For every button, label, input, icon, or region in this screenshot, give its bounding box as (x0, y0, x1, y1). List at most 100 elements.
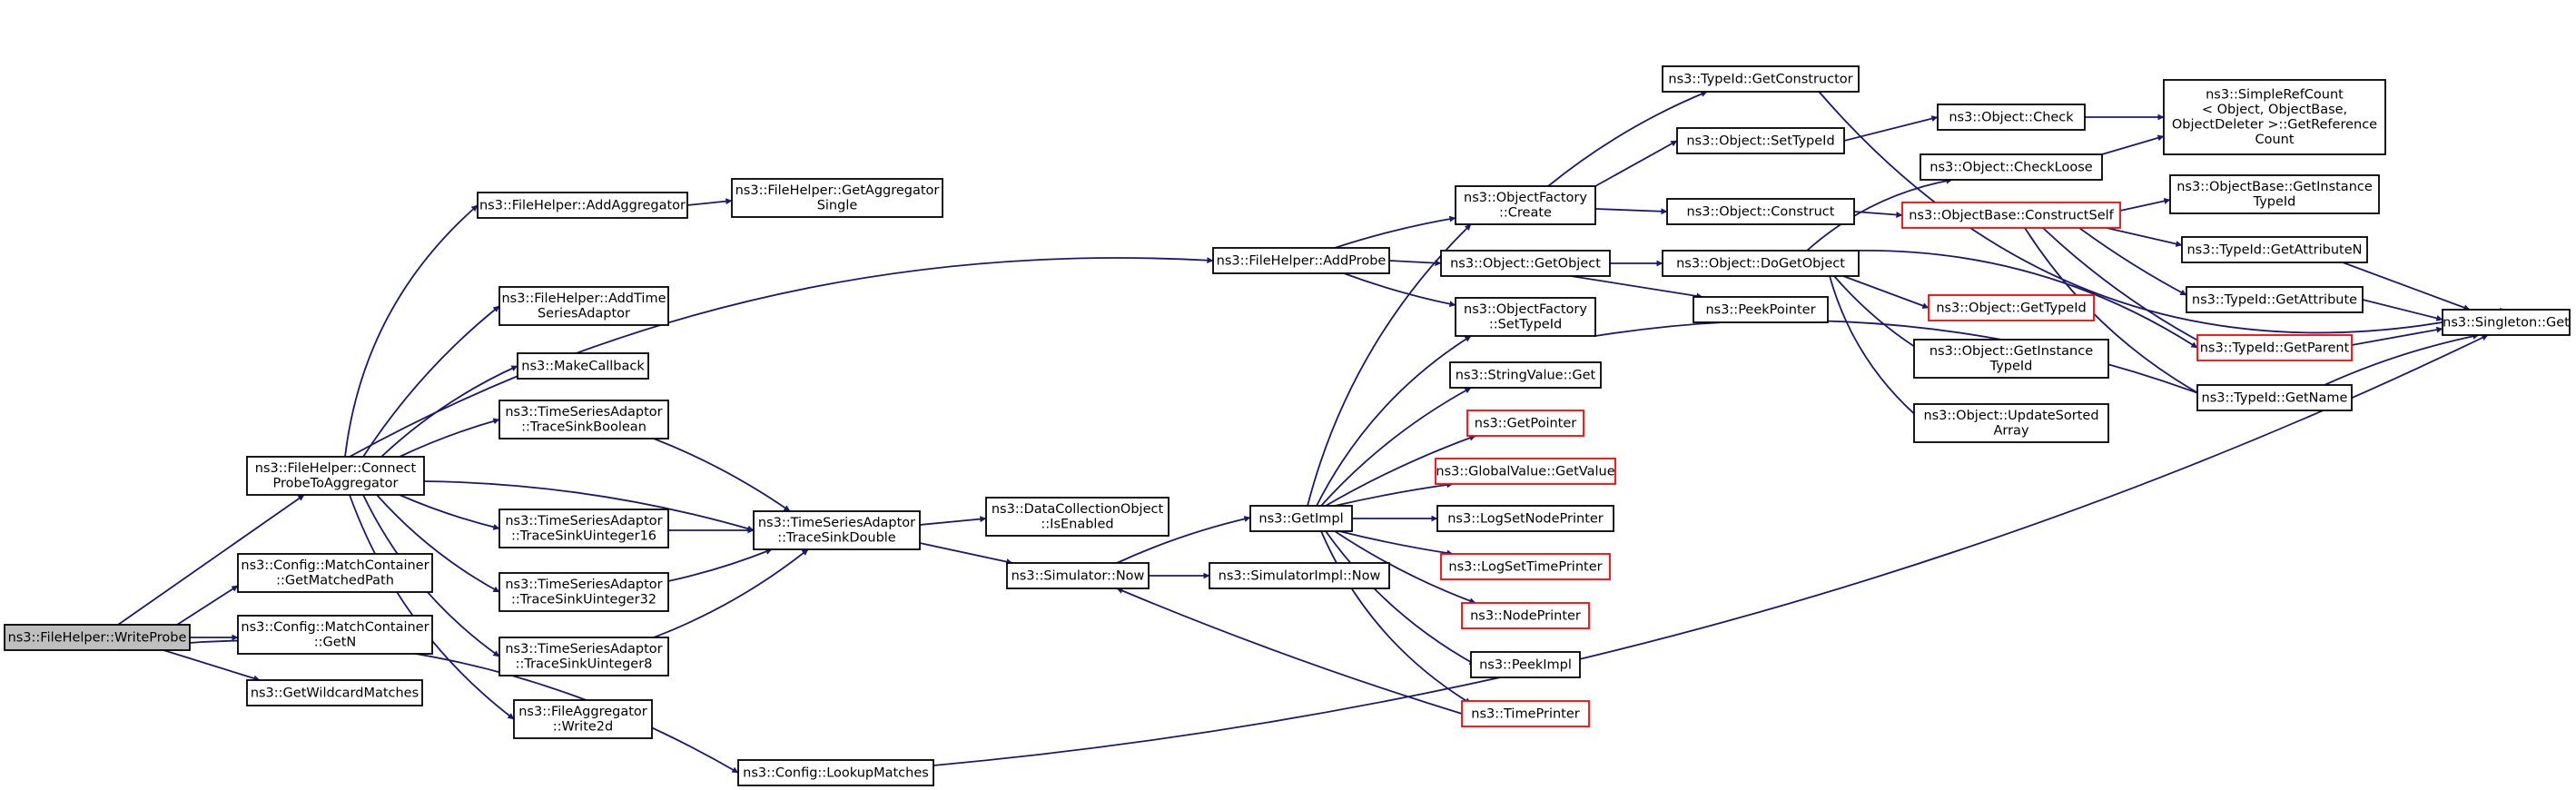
node-ofsettypeid[interactable]: ns3::ObjectFactory::SetTypeId (1455, 297, 1596, 337)
node-tsdouble[interactable]: ns3::TimeSeriesAdaptor::TraceSinkDouble (753, 510, 921, 550)
node-objgetobject[interactable]: ns3::Object::GetObject (1440, 250, 1611, 277)
node-isenabled[interactable]: ns3::DataCollectionObject::IsEnabled (985, 497, 1170, 537)
node-typeidgetconstructor[interactable]: ns3::TypeId::GetConstructor (1662, 65, 1860, 93)
node-singletonget[interactable]: ns3::Singleton::Get (2442, 309, 2571, 336)
node-label: ns3::MakeCallback (521, 359, 645, 373)
node-label: ns3::LogSetTimePrinter (1448, 559, 1602, 574)
node-box (1901, 202, 2121, 229)
node-label: ns3::Object::SetTypeId (1686, 133, 1834, 148)
node-getwildcard[interactable]: ns3::GetWildcardMatches (246, 679, 423, 706)
node-label: ns3::SimulatorImpl::Now (1219, 568, 1381, 583)
edge-addprobe-to-ofsettypeid (1343, 272, 1456, 308)
node-typeidgetname[interactable]: ns3::TypeId::GetName (2196, 384, 2353, 411)
node-box (1662, 65, 1860, 93)
node-nodeprinter[interactable]: ns3::NodePrinter (1461, 602, 1590, 629)
node-label: ns3::FileHelper::AddAggregator (479, 198, 686, 212)
node-label: ::Write2d (553, 720, 613, 735)
node-tsu8[interactable]: ns3::TimeSeriesAdaptor::TraceSinkUintege… (498, 637, 669, 676)
node-writeprobe[interactable]: ns3::FileHelper::WriteProbe (4, 624, 191, 651)
node-peekimpl[interactable]: ns3::PeekImpl (1470, 651, 1581, 678)
node-simplerefcount[interactable]: ns3::SimpleRefCount< Object, ObjectBase,… (2163, 79, 2386, 155)
node-label: ns3::Singleton::Get (2443, 315, 2570, 330)
node-box (1461, 602, 1590, 629)
node-box (1435, 458, 1616, 485)
node-stringvalueget[interactable]: ns3::StringValue::Get (1449, 361, 1602, 389)
node-peekpointer[interactable]: ns3::PeekPointer (1693, 296, 1829, 323)
node-label: ns3::Object::Construct (1687, 204, 1835, 219)
node-label: Array (1993, 424, 2028, 439)
node-getpointer[interactable]: ns3::GetPointer (1466, 410, 1584, 437)
node-constructself[interactable]: ns3::ObjectBase::ConstructSelf (1901, 202, 2121, 229)
node-box (1440, 250, 1611, 277)
node-box (1455, 297, 1596, 337)
node-getimpl[interactable]: ns3::GetImpl (1249, 505, 1353, 532)
node-globalvalueget[interactable]: ns3::GlobalValue::GetValue (1435, 458, 1616, 485)
edge-typeidgetname-to-singletonget (2324, 332, 2480, 386)
node-objdogetobject[interactable]: ns3::Object::DoGetObject (1662, 250, 1860, 277)
node-label: ::IsEnabled (1041, 518, 1113, 532)
node-objcheckloose[interactable]: ns3::Object::CheckLoose (1920, 153, 2103, 181)
node-typeidgetattribute[interactable]: ns3::TypeId::GetAttribute (2186, 286, 2364, 313)
node-objconstruct[interactable]: ns3::Object::Construct (1666, 198, 1855, 225)
edge-getimpl-to-globalvalueget (1334, 481, 1454, 507)
node-tsu16[interactable]: ns3::TimeSeriesAdaptor::TraceSinkUintege… (498, 509, 669, 548)
node-lookupmatches[interactable]: ns3::Config::LookupMatches (737, 759, 934, 786)
node-objsettypeid[interactable]: ns3::Object::SetTypeId (1676, 127, 1845, 154)
node-label: ::GetMatchedPath (276, 574, 394, 588)
edge-constructself-to-typeidgetattribute (2078, 227, 2187, 296)
node-label: ns3::TimeSeriesAdaptor (505, 514, 662, 528)
node-logsetnodeprinter[interactable]: ns3::LogSetNodePrinter (1436, 505, 1614, 532)
node-label: ::TraceSinkUinteger8 (516, 657, 653, 672)
edge-typeidgetparent-to-singletonget (2351, 326, 2443, 346)
node-objcheck[interactable]: ns3::Object::Check (1937, 104, 2086, 131)
node-box (477, 192, 688, 219)
node-objgettypeid[interactable]: ns3::Object::GetTypeId (1928, 294, 2095, 321)
node-simimplnow[interactable]: ns3::SimulatorImpl::Now (1209, 562, 1390, 589)
node-label: ns3::Object::UpdateSorted (1923, 409, 2098, 423)
node-box (1212, 247, 1390, 274)
node-makecallback[interactable]: ns3::MakeCallback (517, 352, 649, 380)
node-connectprobe[interactable]: ns3::FileHelper::ConnectProbeToAggregato… (246, 456, 425, 496)
node-typeidgetparent[interactable]: ns3::TypeId::GetParent (2196, 334, 2353, 361)
node-logsettimeprinter[interactable]: ns3::LogSetTimePrinter (1440, 553, 1611, 580)
node-box (2186, 286, 2364, 313)
edge-objdogetobject-to-objupdatesorted (1829, 275, 1926, 424)
node-addprobe[interactable]: ns3::FileHelper::AddProbe (1212, 247, 1390, 274)
node-label: ns3::FileHelper::AddProbe (1217, 253, 1387, 268)
node-addaggregator[interactable]: ns3::FileHelper::AddAggregator (477, 192, 688, 219)
node-label: ns3::Config::MatchContainer (241, 620, 429, 635)
node-simnow[interactable]: ns3::Simulator::Now (1006, 562, 1150, 589)
node-tsu32[interactable]: ns3::TimeSeriesAdaptor::TraceSinkUintege… (498, 572, 669, 612)
node-label: ns3::ObjectFactory (1464, 191, 1587, 205)
node-box (1662, 250, 1860, 277)
node-timeprinter[interactable]: ns3::TimePrinter (1461, 700, 1590, 727)
node-typeidgetattributen[interactable]: ns3::TypeId::GetAttributeN (2181, 236, 2368, 263)
node-box (1461, 700, 1590, 727)
edge-ofcreate-to-objsettypeid (1594, 140, 1678, 187)
node-write2d[interactable]: ns3::FileAggregator::Write2d (513, 699, 653, 739)
node-label: ::SetTypeId (1489, 318, 1562, 332)
node-getmatchedpath[interactable]: ns3::Config::MatchContainer::GetMatchedP… (237, 553, 433, 593)
edge-constructself-to-typeidgetname (2024, 227, 2207, 399)
node-box (1913, 339, 2109, 379)
node-tsboolean[interactable]: ns3::TimeSeriesAdaptor::TraceSinkBoolean (498, 400, 669, 439)
edge-tsdouble-to-simnow (919, 542, 1013, 566)
edge-constructself-to-typeidgetparent (2042, 227, 2207, 346)
edge-writeprobe-to-getmatchedpath (176, 585, 239, 626)
node-getn[interactable]: ns3::Config::MatchContainer::GetN (237, 615, 433, 655)
edge-connectprobe-to-addtsadaptor (362, 305, 500, 458)
edge-objdogetobject-to-typeidgetparent (1851, 249, 2198, 349)
edge-connectprobe-to-tsdouble (423, 480, 755, 532)
edge-getimpl-to-logsettimeprinter (1338, 530, 1454, 557)
node-label: ns3::TimeSeriesAdaptor (505, 405, 662, 420)
node-label: ns3::FileHelper::WriteProbe (8, 630, 187, 645)
edge-objgetobject-to-peekpointer (1570, 275, 1703, 300)
node-ofcreate[interactable]: ns3::ObjectFactory::Create (1455, 185, 1596, 225)
node-box (1209, 562, 1390, 589)
edge-getimpl-to-ofsettypeid (1316, 335, 1472, 507)
